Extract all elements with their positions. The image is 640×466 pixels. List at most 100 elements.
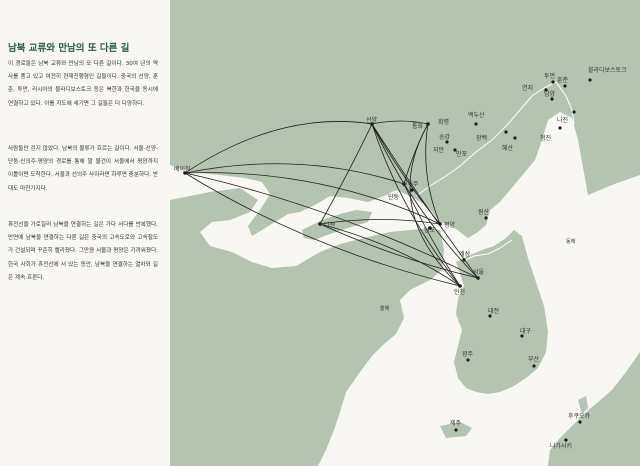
route-shenyang-incheon [371,123,461,287]
label-tonghua: 통화 [412,123,424,130]
dmz-border [461,239,513,263]
label-shenyang: 선양 [366,116,378,124]
label-jeju: 제주 [450,419,462,427]
label-wonsan: 원산 [478,208,490,216]
label-daejeon: 대전 [488,307,499,315]
paragraph-3: 휴전선을 가로질러 남북을 연결하는 길은 가다 서다를 반복했다. 반면에 남… [8,222,158,281]
city-markers [183,78,592,442]
marker-daejeon [488,314,492,318]
label-hyesan: 혜산 [502,144,514,152]
label-nagasaki: 나가사키 [550,442,572,450]
route-dandong-seoul [403,183,479,279]
marker-vladivostok [588,78,592,82]
route-beijing-seoul [184,172,479,279]
korea-south [454,230,548,394]
borders [415,81,575,263]
marker-pyongyang [438,222,442,226]
label-seoul: 서울 [473,268,485,276]
marker-hunchun [563,84,567,88]
label-beijing: 베이징 [174,165,191,173]
route-dandong-incheon [403,183,461,287]
label-hoeryong: 회령 [438,118,449,126]
marker-hoeryong [474,122,478,126]
marker-jian [445,140,449,144]
route-tonghua-pyongyang [425,123,441,225]
label-manpo: 만포 [456,150,468,158]
liaodong [302,210,372,240]
nk-russia-border [555,81,575,125]
marker-nampo [428,226,432,230]
label-sinuiju: 신의주 [402,180,419,188]
marker-tumen [551,80,555,84]
label-pyongyang: 평양 [444,221,456,229]
label-incheon: 인천 [454,288,465,296]
route-dalian-pyongyang [319,219,441,225]
label-daegu: 대구 [520,327,532,335]
map: 블라디보스토크 연지 투먼 훈춘 남양 나진 청진 혜산 백두산 장백 회령 송… [170,0,640,466]
label-tumen: 투먼 [544,72,555,80]
label-jian: 지안 [433,146,445,154]
label-yanji: 연지 [522,84,533,92]
page-title: 남북 교류와 만남의 또 다른 길 [8,43,130,54]
land [170,0,640,466]
marker-najin [572,110,576,114]
label-dalian: 다롄 [324,221,336,229]
marker-fukuoka [578,420,582,424]
marker-wonsan [484,216,488,220]
routes [184,120,479,287]
china-nk-border [415,81,557,197]
marker-seoul [476,276,480,280]
label-nampo: 남포 [424,226,436,234]
marker-incheon [458,284,462,288]
label-baekdu: 백두산 [468,111,485,119]
text-panel: 남북 교류와 만남의 또 다른 길 이 경로들은 남북 교류와 만남의 또 다른… [0,0,170,466]
marker-manpo [453,148,457,152]
label-yellow-sea: 황해 [380,305,390,312]
route-dalian-seoul [319,223,479,279]
label-namyang: 남양 [544,90,556,98]
marker-namyang [550,97,554,101]
route-shenyang-tonghua [371,120,429,125]
label-fukuoka: 후쿠오카 [568,412,591,420]
marker-beijing [183,171,187,175]
label-najin: 나진 [557,116,568,124]
label-songgang: 송강 [439,133,451,141]
label-chongjin: 청진 [540,134,551,142]
label-vladivostok: 블라디보스토크 [588,66,627,74]
label-kaesong: 개성 [459,250,470,258]
label-gwangju: 광주 [462,351,474,358]
marker-hyesan [513,136,517,140]
route-beijing-incheon [184,172,461,287]
route-shenyang-dalian [319,123,373,225]
china-east-coast [170,188,444,466]
marker-dandong [402,182,406,186]
marker-busan [532,364,536,368]
label-changbai: 장백 [476,134,487,142]
label-hunchun: 훈춘 [557,76,569,84]
route-beijing-dandong [184,163,405,185]
route-tonghua-incheon [409,123,461,287]
paragraph-2: 사람들만 걷지 않았다. 남북의 물류가 흐르는 길이다. 서울-선양-단둥-신… [8,146,158,192]
marker-chongjin [558,126,562,130]
label-east-sea: 동해 [566,238,576,245]
label-busan: 부산 [528,355,540,363]
japan [548,352,640,466]
marker-gwangju [466,358,470,362]
marker-sinuiju [410,188,414,192]
marker-yanji [544,88,548,92]
marker-jeju [454,428,458,432]
paragraph-1: 이 경로들은 남북 교류와 만남의 또 다른 길이다. 30여 년의 역사를 품… [8,61,158,107]
marker-nagasaki [564,438,568,442]
shandong [336,262,418,296]
route-beijing-shenyang [184,121,373,174]
marker-tonghua [426,122,430,126]
label-dandong: 단둥 [388,193,400,201]
tsushima [578,396,588,414]
route-beijing-pyongyang [184,172,441,225]
marker-daegu [520,334,524,338]
marker-dalian [318,222,322,226]
marker-changbai [504,130,508,134]
route-dalian-incheon [319,223,461,287]
marker-kaesong [462,258,466,262]
marker-shenyang [370,122,374,126]
